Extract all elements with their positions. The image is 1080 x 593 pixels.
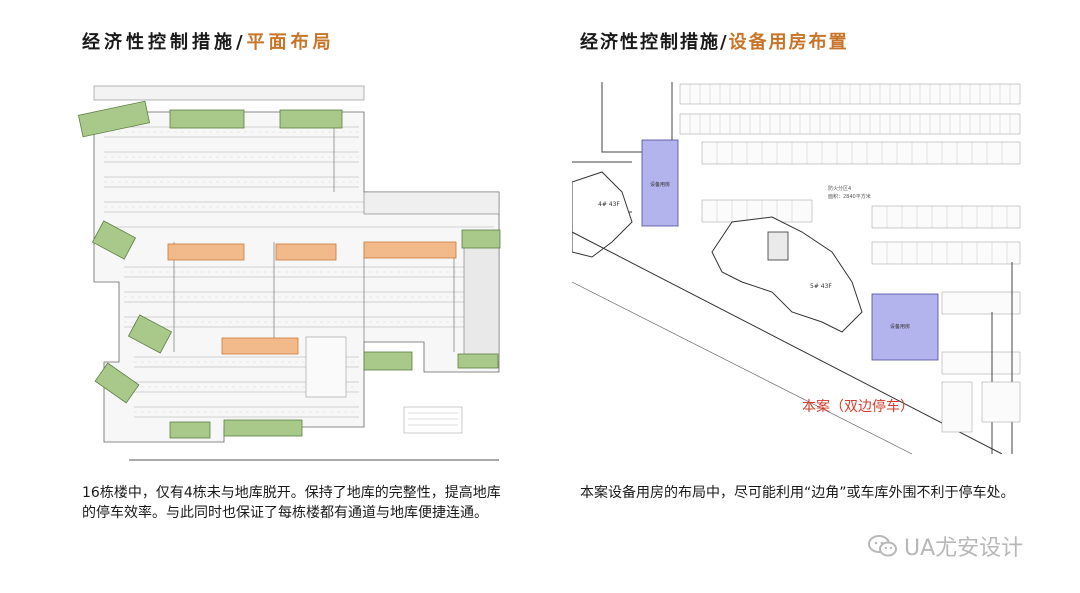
equipment-plan-drawing: 4# 43F 设备用房 5# 43F 设备用房 防火分区4 面积：2840平方米…	[571, 82, 1021, 455]
right-title-main: 经济性控制措施/	[580, 32, 729, 53]
watermark: UA尤安设计	[868, 530, 1023, 562]
equipment-room-plan: 4# 43F 设备用房 5# 43F 设备用房 防火分区4 面积：2840平方米…	[571, 82, 1022, 455]
room-b-label: 设备用房	[890, 323, 910, 330]
basement-floor-plan	[74, 82, 502, 464]
bldg-b-label: 5# 43F	[810, 283, 832, 290]
left-title: 经济性控制措施/平面布局	[82, 28, 335, 54]
right-title: 经济性控制措施/设备用房布置	[580, 28, 849, 54]
watermark-text: UA尤安设计	[904, 536, 1024, 561]
right-title-accent: 设备用房布置	[728, 32, 849, 53]
double-side-parking-note: 本案（双边停车）	[802, 398, 914, 415]
floor-plan-drawing	[77, 85, 501, 461]
bldg-a-label: 4# 43F	[598, 201, 620, 208]
wechat-icon	[868, 535, 897, 557]
left-caption: 16栋楼中，仅有4栋未与地库脱开。保持了地库的完整性，提高地库的停车效率。与此同…	[82, 485, 501, 521]
area-note-label: 面积：2840平方米	[828, 193, 871, 200]
room-a-label: 设备用房	[650, 181, 670, 188]
fire-zone-label: 防火分区4	[828, 185, 851, 192]
left-title-accent: 平面布局	[246, 32, 335, 53]
left-title-main: 经济性控制措施/	[82, 32, 247, 53]
right-caption: 本案设备用房的布局中，尽可能利用“边角”或车库外围不利于停车处。	[580, 485, 1015, 501]
